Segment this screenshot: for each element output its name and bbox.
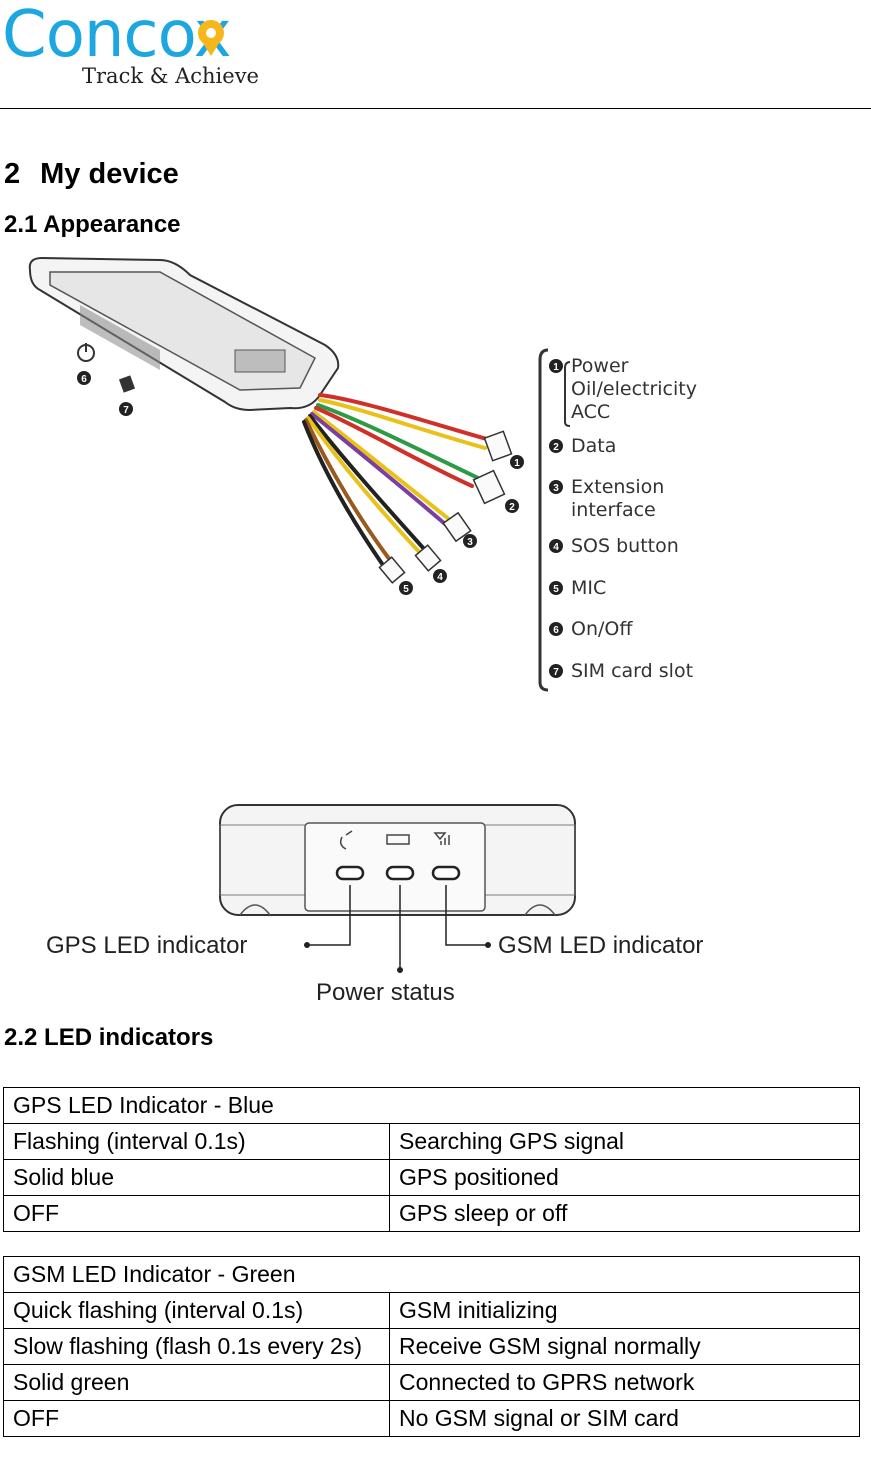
svg-text:7: 7	[123, 405, 129, 416]
gsm-led-table: GSM LED Indicator - Green Quick flashing…	[3, 1256, 860, 1437]
table-cell: Searching GPS signal	[389, 1123, 860, 1160]
appearance-heading: 2.1 Appearance	[4, 211, 181, 238]
section-title: 2 My device	[4, 158, 179, 191]
legend-label: Oil/electricity	[571, 378, 697, 400]
legend-label: ACC	[571, 401, 610, 423]
legend-label: SOS button	[571, 535, 679, 557]
table-title-row: GPS LED Indicator - Blue	[3, 1087, 860, 1124]
gsm-led-label: GSM LED indicator	[498, 932, 703, 959]
table-row: Quick flashing (interval 0.1s) GSM initi…	[3, 1292, 860, 1329]
legend-number-badge	[549, 622, 563, 636]
table-cell: Receive GSM signal normally	[389, 1328, 860, 1365]
callout-6: 6	[77, 371, 91, 385]
legend-label: SIM card slot	[571, 660, 693, 682]
table-cell: GPS positioned	[389, 1159, 860, 1196]
leader-lines	[307, 885, 488, 970]
header-rule	[0, 108, 871, 109]
svg-text:4: 4	[437, 572, 443, 583]
sim-icon	[118, 375, 136, 393]
power-led	[385, 865, 415, 881]
callout-2	[505, 499, 519, 513]
legend-number: 7	[553, 667, 559, 678]
table-cell: Solid green	[3, 1364, 390, 1401]
logo-word: Concox	[2, 0, 231, 72]
legend-number-badge	[549, 664, 563, 678]
table-cell: No GSM signal or SIM card	[389, 1400, 860, 1437]
svg-text:1: 1	[514, 458, 520, 469]
table-row: Solid blue GPS positioned	[3, 1159, 860, 1196]
led-heading: 2.2 LED indicators	[4, 1024, 214, 1051]
svg-text:3: 3	[467, 537, 473, 548]
gps-led-label: GPS LED indicator	[46, 932, 247, 959]
legend-number: 4	[553, 542, 559, 553]
table-cell: Connected to GPRS network	[389, 1364, 860, 1401]
power-status-label: Power status	[316, 979, 455, 1006]
legend-bracket	[538, 348, 549, 692]
legend-label: Data	[571, 435, 616, 457]
device-body	[28, 256, 340, 412]
svg-text:5: 5	[403, 584, 409, 595]
callout-4	[433, 569, 447, 583]
gps-led	[335, 865, 365, 881]
table-cell: Quick flashing (interval 0.1s)	[3, 1292, 390, 1329]
legend-number: 3	[553, 483, 559, 494]
table-cell: OFF	[3, 1195, 390, 1232]
led-windows	[335, 865, 461, 881]
svg-text:2: 2	[509, 502, 515, 513]
legend-label: interface	[571, 499, 656, 521]
table-row: Solid green Connected to GPRS network	[3, 1364, 860, 1401]
wire-connectors	[378, 430, 513, 584]
device-front	[219, 804, 576, 916]
callout-3	[463, 534, 477, 548]
legend-number-badge	[549, 359, 563, 373]
gps-satellite-icon	[339, 830, 353, 850]
table-cell: GPS sleep or off	[389, 1195, 860, 1232]
gps-led-table: GPS LED Indicator - Blue Flashing (inter…	[3, 1087, 860, 1232]
table-row: OFF GPS sleep or off	[3, 1195, 860, 1232]
table-cell: Flashing (interval 0.1s)	[3, 1123, 390, 1160]
callout-7: 7	[119, 402, 133, 416]
table-cell: GSM initializing	[389, 1292, 860, 1329]
table-cell: OFF	[3, 1400, 390, 1437]
status-icons	[339, 830, 450, 850]
table-cell: Slow flashing (flash 0.1s every 2s)	[3, 1328, 390, 1365]
gsm-table-title: GSM LED Indicator - Green	[3, 1256, 860, 1293]
legend-number: 6	[553, 625, 559, 636]
table-row: OFF No GSM signal or SIM card	[3, 1400, 860, 1437]
legend-number: 5	[553, 584, 559, 595]
legend-label: MIC	[571, 577, 606, 599]
wire-bundle	[302, 393, 492, 570]
legend-label: On/Off	[571, 618, 633, 640]
legend-number-badge	[549, 539, 563, 553]
logo-tagline: Track & Achieve	[82, 64, 259, 88]
section-title-text: My device	[40, 158, 179, 190]
battery-icon	[386, 834, 410, 845]
legend-number-badge	[549, 581, 563, 595]
callout-1	[510, 455, 524, 469]
concox-logo: Concox Track & Achieve	[2, 0, 259, 88]
svg-text:6: 6	[81, 374, 87, 385]
table-cell: Solid blue	[3, 1159, 390, 1196]
legend-label: Power	[571, 355, 629, 377]
table-row: Flashing (interval 0.1s) Searching GPS s…	[3, 1123, 860, 1160]
legend-number-badge	[549, 439, 563, 453]
gsm-led	[431, 865, 461, 881]
device-front-figure: GPS LED indicator GSM LED indicator Powe…	[46, 804, 703, 1006]
signal-icon	[433, 832, 450, 845]
table-row: Slow flashing (flash 0.1s every 2s) Rece…	[3, 1328, 860, 1365]
legend-number-badge	[549, 480, 563, 494]
legend-number: 1	[553, 362, 559, 373]
legend-label: Extension	[571, 476, 664, 498]
gps-table-title: GPS LED Indicator - Blue	[3, 1087, 860, 1124]
power-icon	[77, 343, 95, 362]
legend-number: 2	[553, 442, 559, 453]
table-title-row: GSM LED Indicator - Green	[3, 1256, 860, 1293]
callout-5	[399, 581, 413, 595]
section-number: 2	[4, 158, 21, 190]
